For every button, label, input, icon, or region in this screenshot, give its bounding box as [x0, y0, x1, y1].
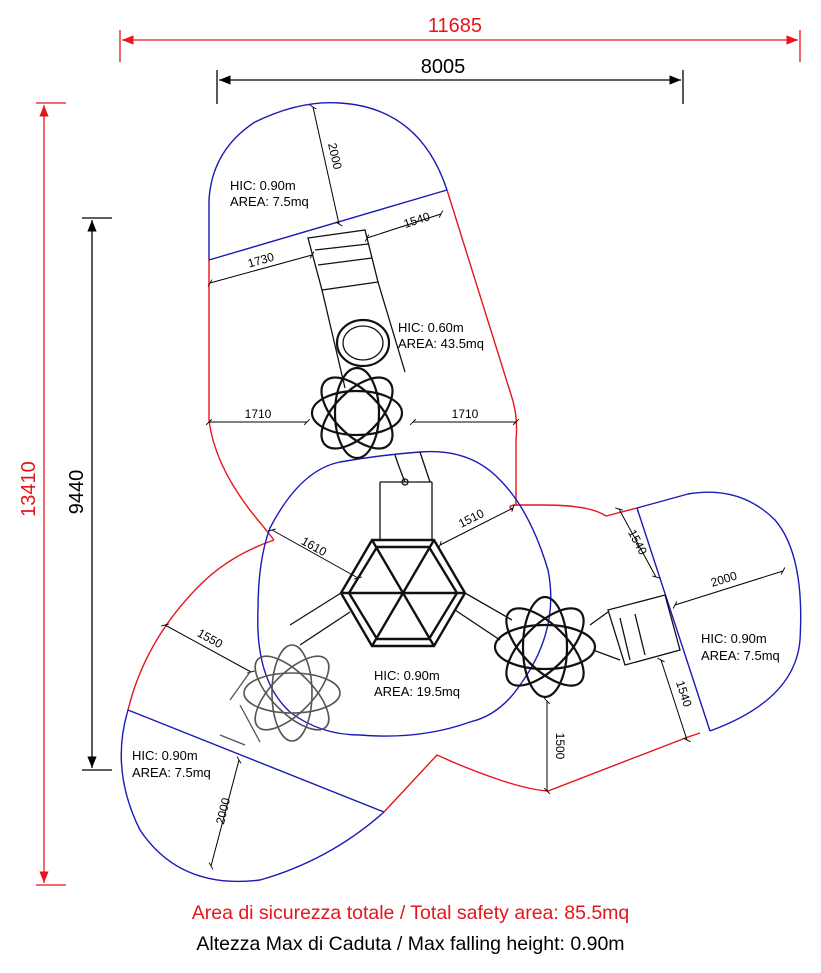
overall-height-label: 13410	[18, 461, 40, 517]
dim-left-side: 1550	[195, 626, 225, 651]
top-ring	[335, 318, 391, 368]
central-zone-outline	[257, 450, 552, 737]
dim-top-depth: 2000	[325, 142, 345, 171]
bottom-left-flower	[243, 644, 341, 742]
equipment-width-dimension: 8005	[216, 56, 684, 104]
top-platform	[307, 229, 379, 291]
center-upper-zone-area: AREA: 43.5mq	[398, 336, 484, 351]
dim-right-lower: 1540	[673, 679, 695, 709]
dim-mid-right: 1710	[452, 407, 479, 421]
right-zone-hic: HIC: 0.90m	[701, 631, 767, 646]
overall-width-dimension: 11685	[119, 15, 801, 62]
hexagon-frame	[339, 538, 467, 648]
right-zone-area: AREA: 7.5mq	[701, 648, 780, 663]
right-platform	[607, 594, 681, 666]
right-flower	[493, 595, 597, 699]
dim-center-upper-right: 1510	[456, 506, 486, 531]
center-zone-area: AREA: 19.5mq	[374, 684, 460, 699]
center-upper-zone-hic: HIC: 0.60m	[398, 320, 464, 335]
play-equipment	[219, 229, 681, 746]
dim-bottom-left-depth: 2000	[213, 796, 233, 826]
top-chute	[321, 281, 406, 389]
equipment-height-dimension: 9440	[66, 217, 112, 771]
top-zone-outline	[208, 101, 448, 260]
equipment-width-label: 8005	[421, 56, 466, 78]
overall-height-dimension: 13410	[18, 102, 66, 886]
safety-boundary-outline	[127, 189, 701, 813]
bottom-left-zone-area: AREA: 7.5mq	[132, 765, 211, 780]
inner-dimension-lines	[161, 104, 786, 870]
top-flower	[310, 366, 404, 460]
dim-mid-left: 1710	[245, 407, 272, 421]
bottom-left-zone-outline	[120, 709, 385, 883]
dim-right-upper: 1540	[625, 527, 650, 557]
equipment-height-label: 9440	[66, 470, 88, 515]
dim-bottom-right: 1500	[553, 733, 567, 760]
dim-top-left-width: 1730	[246, 250, 276, 271]
zone-separators	[127, 189, 711, 813]
top-zone-hic: HIC: 0.90m	[230, 178, 296, 193]
bottom-left-zone-hic: HIC: 0.90m	[132, 748, 198, 763]
dim-top-right-width: 1540	[402, 209, 432, 231]
dim-center-left: 1610	[299, 534, 329, 559]
right-zone-outline	[636, 491, 802, 732]
overall-width-label: 11685	[428, 15, 482, 37]
total-safety-area-text: Area di sicurezza totale / Total safety …	[191, 902, 630, 924]
center-zone-hic: HIC: 0.90m	[374, 668, 440, 683]
max-falling-height-text: Altezza Max di Caduta / Max falling heig…	[196, 933, 625, 955]
top-zone-area: AREA: 7.5mq	[230, 194, 309, 209]
